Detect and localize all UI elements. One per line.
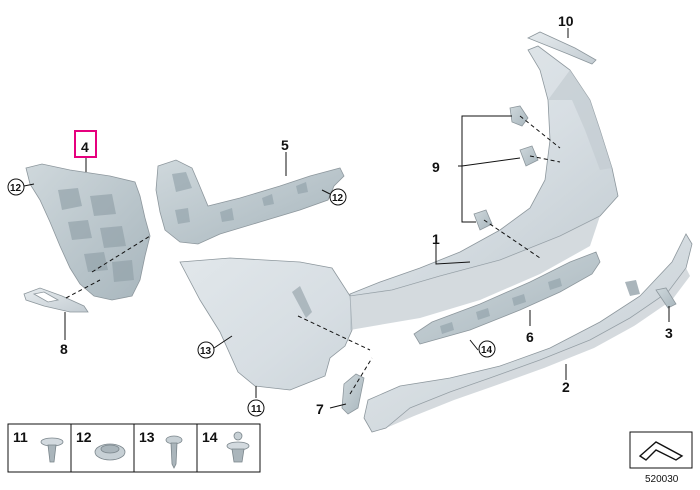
clip-icon (226, 431, 250, 463)
callout-4-highlight-box (74, 130, 97, 158)
part-10-trim-strip (527, 31, 597, 65)
part-6-grille-slots (440, 278, 562, 334)
bumper-corner-opening (292, 286, 312, 318)
part-9-bracket-b (519, 145, 539, 167)
expanding-nut-icon (94, 443, 126, 461)
callout-1: 1 (432, 231, 440, 247)
part-5-guide-bracket (155, 159, 345, 245)
svg-text:13: 13 (200, 346, 212, 357)
svg-text:11: 11 (251, 404, 262, 415)
circled-callout-12-right: 12 (329, 188, 347, 206)
part-4-ribs (58, 188, 134, 282)
callout-6: 6 (526, 329, 534, 345)
svg-text:12: 12 (332, 193, 344, 204)
image-number: 520030 (645, 474, 679, 485)
orientation-arrow-icon (629, 431, 693, 469)
callout-5: 5 (281, 137, 289, 153)
screw-icon (165, 435, 183, 469)
push-rivet-icon (40, 437, 64, 463)
circled-callout-13: 13 (197, 341, 215, 359)
part-7-trim-insert (341, 373, 365, 415)
leader-lines (23, 28, 670, 409)
callout-8: 8 (60, 341, 68, 357)
part-9-bracket-a (509, 105, 529, 127)
callout-9: 9 (432, 159, 440, 175)
callout-2: 2 (562, 379, 570, 395)
part-6-grille-insert (413, 251, 601, 345)
part-5-inner-detail (172, 172, 308, 224)
callout-4: 4 (81, 139, 89, 155)
part-2-shadow (386, 268, 690, 428)
legend-label-13: 13 (139, 429, 155, 445)
bumper-edge-shade (548, 70, 612, 170)
svg-text:12: 12 (10, 183, 22, 194)
legend-label-14: 14 (202, 429, 218, 445)
legend-label-12: 12 (76, 429, 92, 445)
callout-7: 7 (316, 401, 324, 417)
callout-3: 3 (665, 325, 673, 341)
bumper-lower-shade (350, 216, 600, 330)
assembly-dash-lines (65, 115, 561, 395)
legend-label-11: 11 (13, 429, 28, 445)
part-3-reflector-clip (655, 287, 677, 309)
bumper-reflector-slot (625, 280, 640, 296)
circled-callout-14: 14 (478, 340, 496, 358)
circled-callout-12-left: 12 (7, 178, 25, 196)
part-8-hole (32, 291, 60, 303)
circled-callout-11: 11 (247, 399, 265, 417)
svg-text:14: 14 (481, 345, 493, 356)
callout-10: 10 (558, 13, 574, 29)
fastener-legend: 11 12 13 14 (7, 423, 261, 473)
part-9-bracket-c (473, 209, 493, 231)
